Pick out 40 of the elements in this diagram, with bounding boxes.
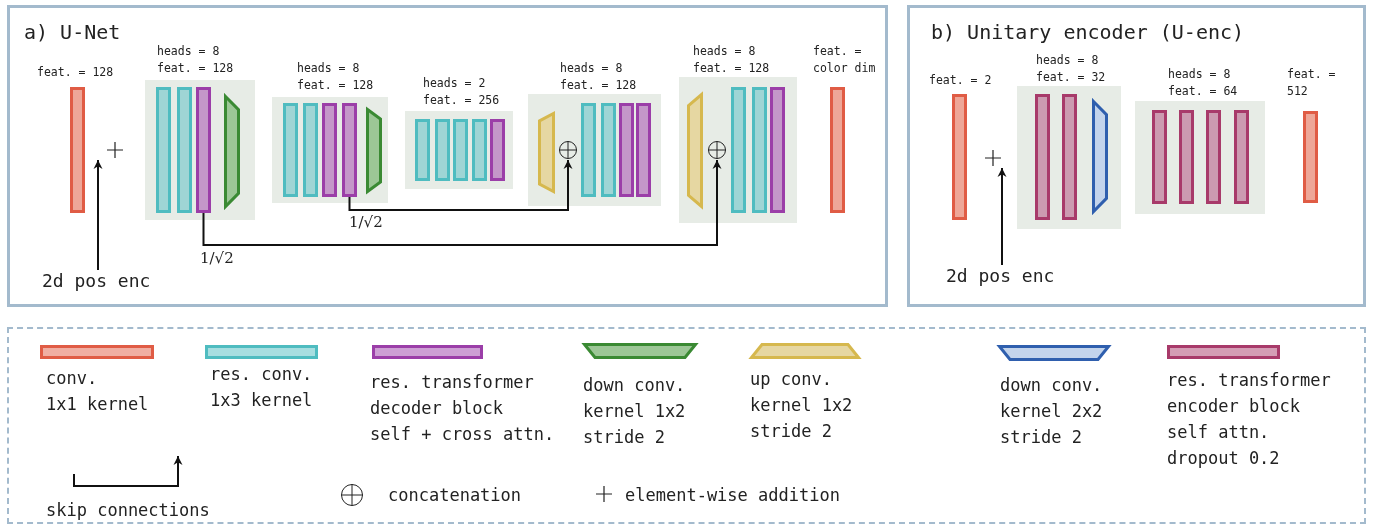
layer-parameters: feat. = 64 (1168, 83, 1238, 100)
layer-parameters: heads = 8 (297, 60, 360, 77)
layer-parameters: feat. = 256 (423, 92, 500, 109)
layer-parameters: feat. = 128 (37, 64, 114, 81)
legend-text: down conv. kernel 1x2 stride 2 (583, 374, 686, 449)
arrow (997, 167, 1007, 266)
layer-parameters: feat. = 2 (929, 72, 992, 89)
legend-text: res. transformer encoder block self attn. dropout 0.2 (1167, 369, 1331, 470)
layer-parameters: heads = 2 (423, 75, 486, 92)
edge-label: 1/√2 (347, 213, 385, 231)
layer-parameters: feat. = color dim (813, 43, 876, 77)
legend-text: skip connections (46, 499, 210, 522)
layer-parameters: feat. = 512 (1287, 66, 1336, 100)
layer-parameters: heads = 8 (693, 43, 756, 60)
layer-parameters: heads = 8 (1036, 52, 1099, 69)
legend-text: down conv. kernel 2x2 stride 2 (1000, 374, 1103, 449)
arrow (93, 159, 103, 271)
panel-title: a) U-Net (24, 20, 121, 44)
layer-parameters: feat. = 32 (1036, 69, 1106, 86)
skip-connection-arrow (348, 159, 573, 211)
edge-label: 1/√2 (198, 249, 236, 267)
legend-text: up conv. kernel 1x2 stride 2 (750, 368, 853, 443)
panel-title: b) Unitary encoder (U-enc) (931, 20, 1245, 44)
legend-text: conv. 1x1 kernel (46, 367, 149, 416)
layer-parameters: heads = 8 (157, 43, 220, 60)
panel-frame (7, 5, 888, 307)
layer-parameters: heads = 8 (560, 60, 623, 77)
input-label: 2d pos enc (946, 265, 1055, 287)
legend-text: res. transformer decoder block self + cross attn. (370, 371, 555, 446)
panel-frame (907, 5, 1366, 307)
layer-parameters: feat. = 128 (560, 77, 637, 94)
skip-connection-arrow (202, 159, 722, 246)
legend-text: res. conv. 1x3 kernel (210, 363, 313, 412)
layer-parameters: feat. = 128 (297, 77, 374, 94)
layer-parameters: feat. = 128 (693, 60, 770, 77)
layer-parameters: feat. = 128 (157, 60, 234, 77)
layer-parameters: heads = 8 (1168, 66, 1231, 83)
legend-text: element-wise addition (625, 484, 840, 507)
legend-text: concatenation (388, 484, 522, 507)
input-label: 2d pos enc (42, 270, 151, 292)
